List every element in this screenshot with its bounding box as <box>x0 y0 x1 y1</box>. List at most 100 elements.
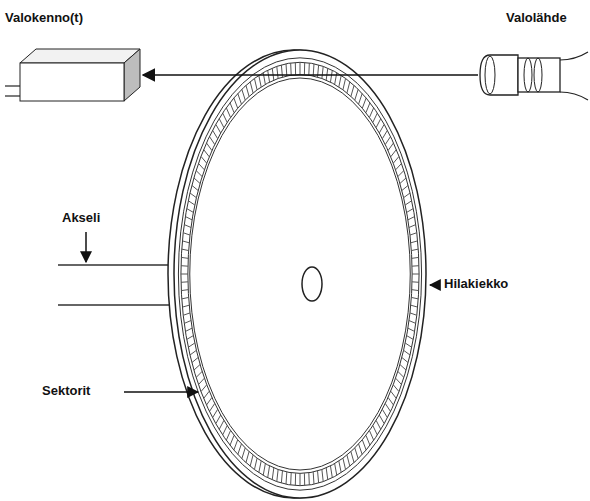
sector-mark <box>347 455 350 466</box>
disk-ring <box>188 75 412 474</box>
sector-mark <box>185 328 192 331</box>
sector-mark <box>405 343 412 347</box>
sector-mark <box>347 82 350 93</box>
sector-mark <box>286 472 288 484</box>
sector-mark <box>385 137 390 145</box>
sector-mark <box>194 365 200 371</box>
sector-mark <box>382 409 387 417</box>
sector-mark <box>355 89 358 100</box>
sector-mark <box>359 94 363 105</box>
sector-mark <box>396 378 402 384</box>
sector-mark <box>209 403 214 411</box>
shaft <box>58 265 180 305</box>
sector-mark <box>318 471 319 483</box>
sector-mark <box>322 66 323 78</box>
sector-mark <box>259 461 261 473</box>
sector-mark <box>259 75 261 87</box>
sector-mark <box>396 163 402 169</box>
sector-mark <box>246 85 249 96</box>
sector-mark <box>272 468 274 480</box>
grating-disk <box>168 50 426 498</box>
sector-mark <box>388 143 393 151</box>
sector-mark <box>184 321 191 324</box>
sector-mark <box>355 448 358 459</box>
sector-mark <box>196 371 202 377</box>
sector-mark <box>250 82 253 93</box>
sector-mark <box>238 94 242 105</box>
sector-mark <box>181 289 188 291</box>
sector-mark <box>412 281 419 282</box>
disk-ring <box>181 62 419 485</box>
sector-mark <box>313 64 315 76</box>
sector-mark <box>404 193 410 198</box>
sector-mark <box>216 124 221 133</box>
sector-mark <box>308 473 310 485</box>
sector-mark <box>391 391 397 398</box>
sector-mark <box>335 464 337 476</box>
sector-mark <box>254 458 257 469</box>
sector-mark <box>411 305 418 307</box>
sector-mark <box>234 98 238 108</box>
sector-mark <box>373 113 378 122</box>
sector-mark <box>242 89 245 100</box>
node-label: Valokenno(t) <box>5 10 83 26</box>
sector-mark <box>216 415 221 424</box>
sector-marks <box>181 62 419 485</box>
sector-mark <box>188 201 195 205</box>
sector-mark <box>379 415 384 424</box>
sector-mark <box>304 473 305 485</box>
sectors-label: Sektorit <box>42 383 90 399</box>
light-beam <box>143 74 478 76</box>
sector-mark <box>183 313 190 315</box>
sector-mark <box>184 225 191 228</box>
sector-mark <box>376 119 381 128</box>
sector-mark <box>187 209 194 213</box>
sector-mark <box>359 444 363 455</box>
sector-mark <box>412 257 419 259</box>
sector-mark <box>398 171 404 177</box>
disk-face <box>174 50 426 498</box>
sector-mark <box>223 113 228 122</box>
sector-mark <box>213 130 218 138</box>
sector-mark <box>263 464 265 476</box>
photocell-box: Valokenno(t) <box>5 8 141 102</box>
sector-mark <box>322 470 323 482</box>
sector-mark <box>410 313 417 315</box>
sector-mark <box>410 233 417 235</box>
sector-mark <box>393 385 399 392</box>
sector-mark <box>230 435 234 445</box>
sector-mark <box>268 466 270 478</box>
sector-mark <box>223 426 228 435</box>
sector-mark <box>407 209 414 213</box>
sector-mark <box>226 108 230 118</box>
sector-mark <box>411 297 418 298</box>
sector-mark <box>201 156 207 163</box>
sector-mark <box>330 70 332 82</box>
sector-mark <box>182 305 189 307</box>
node-label: Valolähde <box>506 10 567 26</box>
sector-mark <box>206 143 211 151</box>
sector-mark <box>190 350 196 355</box>
sector-mark <box>295 473 296 485</box>
sector-mark <box>393 156 399 163</box>
sector-mark <box>398 371 404 377</box>
sector-mark <box>242 448 245 459</box>
sector-mark <box>326 68 328 80</box>
disk-ring <box>178 58 421 490</box>
sector-mark <box>408 217 415 220</box>
sector-mark <box>379 124 384 133</box>
sector-mark <box>411 249 418 250</box>
sector-mark <box>376 420 381 429</box>
sector-mark <box>326 468 328 480</box>
sector-mark <box>405 201 412 205</box>
sector-mark <box>277 66 278 78</box>
sector-mark <box>407 336 414 340</box>
sector-mark <box>226 431 230 441</box>
sector-mark <box>351 452 354 463</box>
sector-mark <box>268 70 270 82</box>
sector-mark <box>412 265 419 266</box>
sector-mark <box>204 391 210 398</box>
sector-mark <box>290 473 292 485</box>
sector-mark <box>402 357 408 362</box>
sector-mark <box>408 328 415 331</box>
